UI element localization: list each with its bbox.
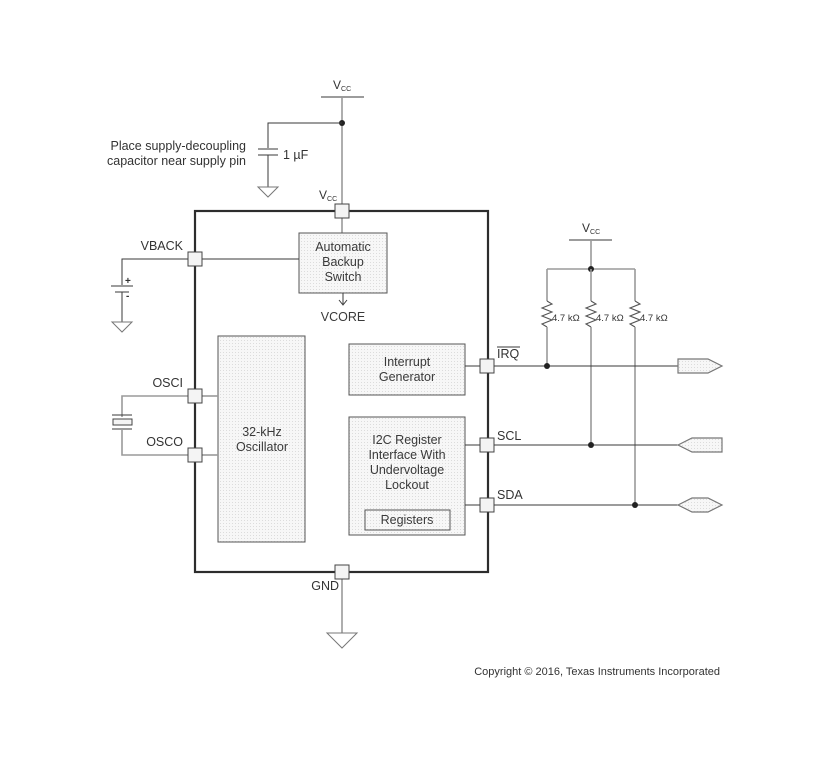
sda-pin-pad (479, 497, 495, 513)
svg-text:Generator: Generator (379, 370, 435, 384)
scl-label: SCL (497, 429, 521, 443)
irq-junction-dot (544, 363, 550, 369)
svg-text:Oscillator: Oscillator (236, 440, 288, 454)
sda-signal: SDA (479, 488, 724, 513)
vcc-pin-pad (334, 203, 350, 219)
resistor-icon (584, 300, 598, 328)
battery-plus-sign: + (125, 276, 131, 287)
sda-junction-dot (632, 502, 638, 508)
crystal-icon (112, 418, 133, 426)
svg-text:I2C Register: I2C Register (372, 433, 441, 447)
scl-pin-pad (479, 437, 495, 453)
vback-pin: VBACK (121, 239, 299, 285)
pullup-resistor-sda: 4.7 kΩ (628, 269, 668, 505)
osci-pin-pad (187, 388, 203, 404)
oscillator-box (217, 335, 306, 543)
copyright-notice: Copyright © 2016, Texas Instruments Inco… (474, 666, 720, 678)
gnd-label: GND (311, 579, 339, 593)
svg-text:Lockout: Lockout (385, 478, 429, 492)
backup-switch-box (298, 232, 388, 294)
gnd-pin: GND (311, 564, 359, 649)
svg-text:Automatic: Automatic (315, 240, 371, 254)
resistor-value: 4.7 kΩ (596, 313, 624, 324)
svg-text:Backup: Backup (322, 255, 364, 269)
ground-icon (110, 321, 134, 333)
gnd-pin-pad (334, 564, 350, 580)
vback-label: VBACK (141, 239, 184, 253)
input-connector-icon (676, 437, 723, 453)
resistor-value: 4.7 kΩ (552, 313, 580, 324)
decoupling-note-line1: Place supply-decoupling (110, 139, 246, 153)
vback-pin-pad (187, 251, 203, 267)
battery-minus-sign: - (126, 291, 129, 302)
resistor-value: 4.7 kΩ (640, 313, 668, 324)
decoupling-note-line2: capacitor near supply pin (107, 154, 246, 168)
irq-signal: IRQ (479, 346, 724, 374)
osco-label: OSCO (146, 435, 183, 449)
osci-label: OSCI (152, 376, 183, 390)
registers-label: Registers (381, 513, 434, 527)
scl-junction-dot (588, 442, 594, 448)
ground-icon (325, 632, 359, 649)
svg-text:Interface With: Interface With (368, 448, 445, 462)
interrupt-generator-box (348, 343, 466, 396)
top-vcc-supply: VCC (321, 78, 364, 205)
registers-box (364, 509, 451, 531)
ground-icon (256, 186, 280, 198)
backup-switch-block: Automatic Backup Switch VCORE (298, 232, 388, 324)
svg-text:Undervoltage: Undervoltage (370, 463, 444, 477)
scl-signal: SCL (479, 429, 723, 453)
top-vcc-label: VCC (333, 78, 351, 93)
capacitor-value: 1 µF (283, 148, 309, 162)
pullup-vcc-label: VCC (582, 221, 600, 236)
backup-battery: + - (110, 276, 134, 333)
irq-pin-pad (479, 358, 495, 374)
bidirectional-connector-icon (676, 497, 724, 513)
chip-vcc-label: VCC (319, 188, 337, 203)
resistor-icon (540, 300, 554, 328)
chip-vcc-pin: VCC (319, 188, 350, 233)
crystal-circuit: OSCI OSCO (112, 376, 218, 463)
svg-text:Switch: Switch (325, 270, 362, 284)
decoupling-capacitor: 1 µF Place supply-decoupling capacitor n… (107, 122, 342, 198)
vcore-arrow-icon (338, 299, 348, 306)
resistor-icon (628, 300, 642, 328)
svg-text:Interrupt: Interrupt (384, 355, 431, 369)
pullup-supply: VCC (547, 221, 635, 272)
vcore-label: VCORE (321, 310, 365, 324)
pullup-resistor-irq: 4.7 kΩ (540, 269, 580, 366)
i2c-interface-block: I2C Register Interface With Undervoltage… (348, 416, 481, 536)
output-connector-icon (677, 358, 724, 374)
svg-text:32-kHz: 32-kHz (242, 425, 282, 439)
oscillator-block: 32-kHz Oscillator (217, 335, 306, 543)
sda-label: SDA (497, 488, 523, 502)
osco-pin-pad (187, 447, 203, 463)
irq-label: IRQ (497, 347, 520, 361)
pullup-resistor-scl: 4.7 kΩ (584, 269, 624, 445)
interrupt-generator-block: Interrupt Generator (348, 343, 481, 396)
